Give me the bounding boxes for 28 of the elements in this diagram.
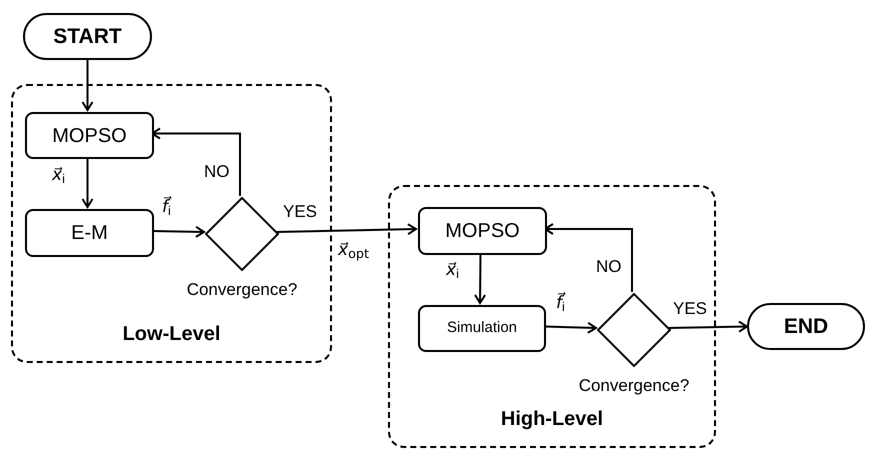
arrow bbox=[544, 322, 597, 334]
arrow bbox=[82, 60, 94, 111]
edge-label: f⃗$_{i}$ bbox=[556, 294, 565, 312]
arrow bbox=[82, 157, 94, 208]
edge-label: x⃗$_{i}$ bbox=[52, 166, 65, 184]
edge-label: YES bbox=[673, 300, 708, 317]
edge-label: NO bbox=[204, 163, 230, 180]
arrow bbox=[668, 320, 748, 333]
process-box: Simulation bbox=[418, 305, 546, 352]
edge-label: NO bbox=[596, 258, 622, 275]
dashed-group-box bbox=[11, 84, 332, 363]
process-box: MOPSO bbox=[418, 207, 547, 255]
variable-label: x⃗$_{opt}$ bbox=[338, 242, 369, 259]
arrow bbox=[474, 252, 486, 304]
arrow bbox=[276, 223, 417, 236]
decision-caption: Convergence? bbox=[578, 374, 690, 396]
decision-caption: Convergence? bbox=[186, 278, 298, 300]
edge-label: f⃗$_{i}$ bbox=[162, 198, 171, 216]
process-box: E-M bbox=[25, 209, 154, 257]
arrow bbox=[152, 226, 205, 238]
group-title: Low-Level bbox=[122, 322, 222, 347]
process-box: MOPSO bbox=[25, 112, 154, 159]
dashed-group-box bbox=[388, 185, 716, 448]
group-title: High-Level bbox=[500, 407, 604, 432]
edge-label: YES bbox=[283, 203, 318, 220]
edge-label: x⃗$_{i}$ bbox=[446, 261, 459, 279]
terminal-pill: START bbox=[23, 13, 152, 60]
terminal-pill: END bbox=[747, 303, 865, 350]
